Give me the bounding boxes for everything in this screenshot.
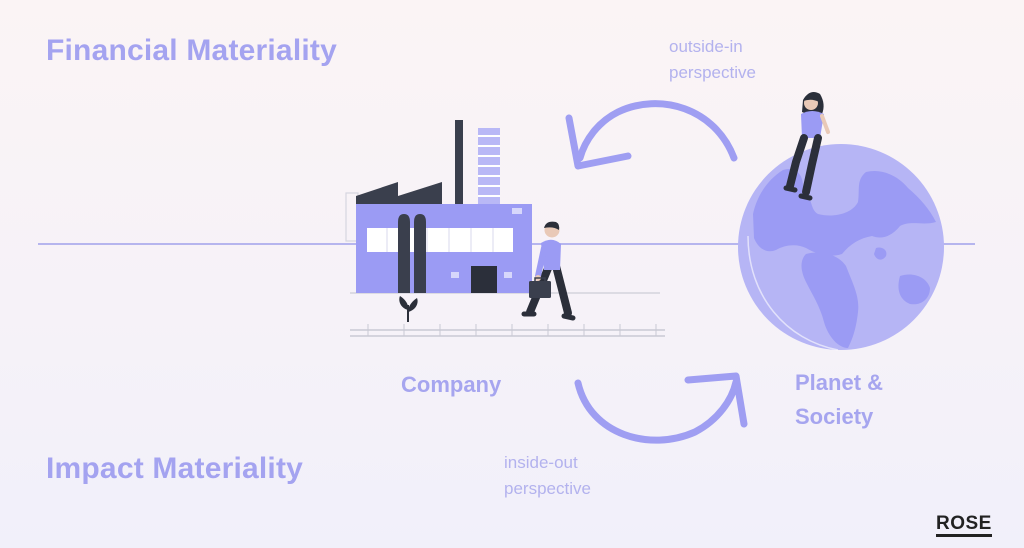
planet-label-line1: Planet & — [795, 370, 884, 395]
impact-materiality-title: Impact Materiality — [46, 452, 304, 485]
planet-label-line2: Society — [795, 404, 874, 429]
businessman-illustration — [521, 221, 576, 321]
outside-in-line2: perspective — [669, 63, 756, 82]
rose-logo: ROSE — [936, 514, 992, 537]
outside-in-arrow — [565, 100, 738, 170]
factory-illustration — [345, 120, 665, 337]
company-label: Company — [401, 372, 502, 397]
inside-out-perspective-label: inside-out perspective — [504, 450, 634, 502]
woman-illustration — [783, 92, 830, 201]
planet-society-label: Planet & Society — [795, 366, 925, 434]
inside-out-line1: inside-out — [504, 453, 578, 472]
inside-out-line2: perspective — [504, 479, 591, 498]
inside-out-arrow — [574, 372, 748, 444]
outside-in-line1: outside-in — [669, 37, 743, 56]
financial-materiality-title: Financial Materiality — [46, 34, 337, 67]
outside-in-perspective-label: outside-in perspective — [669, 34, 799, 86]
globe-illustration — [738, 144, 944, 351]
